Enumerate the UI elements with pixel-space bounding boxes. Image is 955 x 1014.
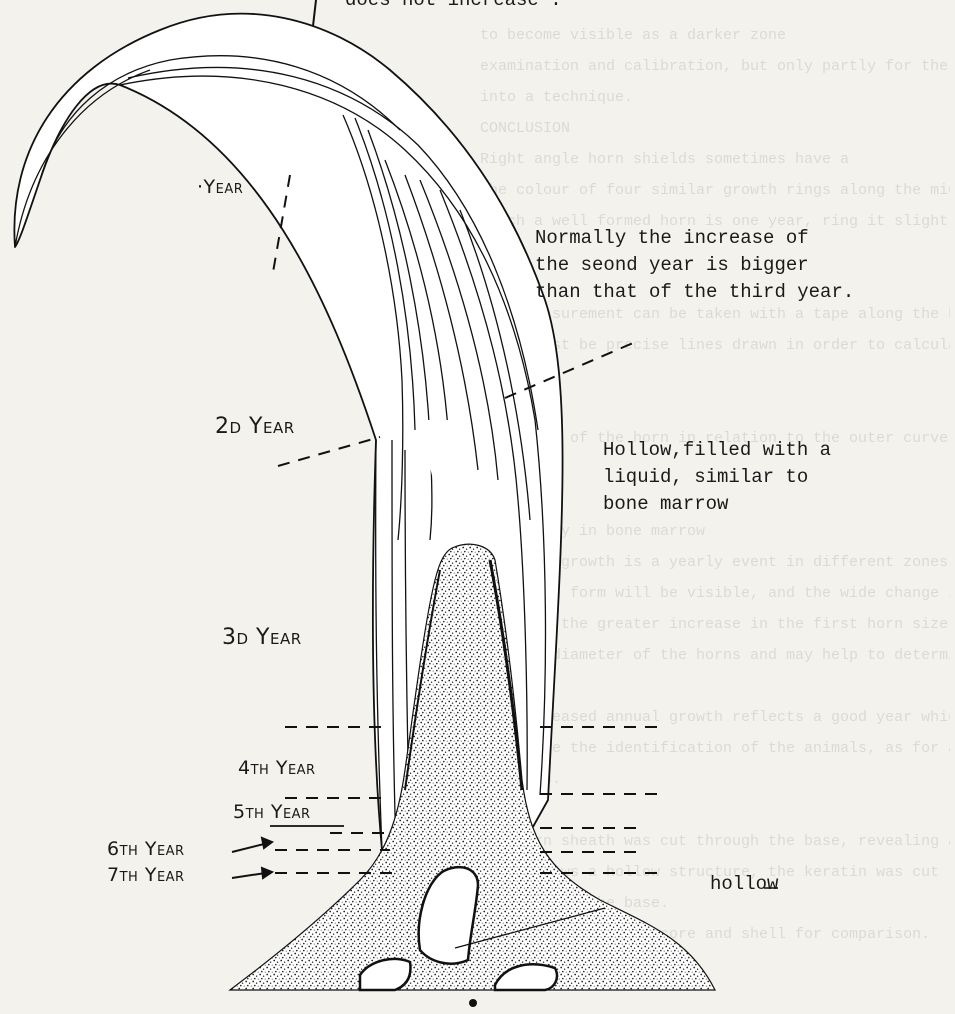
label-year-5: 5th Year xyxy=(233,801,311,823)
y2-dash xyxy=(278,437,380,466)
hollow-note-line: Hollow,filled with a xyxy=(603,437,831,464)
hollow-label: hollow xyxy=(710,871,778,898)
hollow-note-line: liquid, similar to xyxy=(603,464,831,491)
label-year-7: 7th Year xyxy=(107,864,185,886)
top-pointer-line xyxy=(313,0,316,26)
hollow-note-line: bone marrow xyxy=(603,491,831,518)
arrows xyxy=(232,838,272,878)
label-year-3: 3d Year xyxy=(222,625,302,650)
increase-note-line: the seond year is bigger xyxy=(535,252,854,279)
increase-note-line: Normally the increase of xyxy=(535,225,854,252)
label-year-6: 6th Year xyxy=(107,838,185,860)
label-year-2: 2d Year xyxy=(215,414,295,439)
label-year-1: ·Year xyxy=(197,176,243,198)
header-fragment: does not increase : xyxy=(345,0,562,14)
increase-note-line: than that of the third year. xyxy=(535,279,854,306)
label-year-4: 4th Year xyxy=(238,757,316,779)
